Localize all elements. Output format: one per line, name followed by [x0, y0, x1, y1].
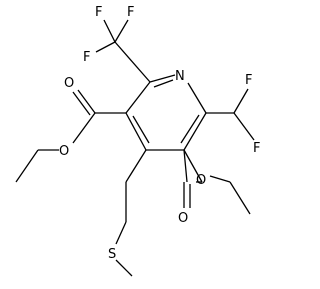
bond-c6-c5 — [125, 81, 151, 114]
bond-c2-n1 — [187, 82, 207, 114]
bond-ch2-s — [115, 221, 127, 245]
trifluoromethyl-group — [95, 19, 151, 83]
bond-cf3-f-top-left — [103, 19, 116, 43]
bond-c3-c2-inner — [180, 114, 200, 144]
atom-label-s1: S — [108, 247, 116, 262]
bond-c3-carbonyl-right — [183, 149, 203, 183]
atom-label-o-carbonyl-right: O — [178, 211, 188, 226]
bond-ch2-ch3-right — [229, 181, 251, 215]
atom-label-o-ester-left: O — [59, 144, 69, 159]
bond-carbonyl-o-left — [77, 89, 96, 114]
bond-ch2-ch3-left — [15, 149, 39, 183]
atom-label-n1: N — [175, 69, 185, 84]
bond-n1-c6-inner — [153, 79, 174, 88]
bond-carbonyl-ester-o-left — [72, 112, 96, 144]
molecule-structure: N F F F F F O O O O S — [15, 5, 260, 277]
bond-chf2-f-top — [233, 88, 249, 114]
methylthioethyl-chain — [115, 149, 147, 277]
atom-label-f-chf2-top: F — [245, 73, 252, 88]
bond-c6-cf3 — [114, 41, 151, 83]
bond-s-ch3 — [115, 259, 133, 277]
bond-c3-ester-link — [183, 149, 188, 183]
bond-cf3-f-top-right — [114, 19, 129, 43]
bond-n1-c6 — [149, 74, 176, 83]
bond-cf3-f-left — [95, 41, 116, 53]
bond-ester-o-ch2-right — [209, 175, 231, 183]
atom-label-o-ester-right: O — [196, 173, 206, 188]
ethyl-ester-left — [15, 89, 126, 183]
pyridine-ring — [125, 74, 207, 151]
bond-chf2-f-right — [233, 112, 255, 141]
ethyl-ester-right — [183, 149, 251, 215]
atom-label-f-top-left: F — [95, 5, 102, 20]
atom-label-f-left: F — [83, 50, 90, 65]
bond-carbonyl-o-left-double — [72, 91, 91, 116]
bond-c3-c2 — [183, 112, 207, 151]
atom-label-f-chf2-right: F — [253, 141, 260, 156]
difluoromethyl-group — [206, 88, 255, 141]
bond-c5-c4-inner — [132, 115, 150, 144]
bond-c4-ch2 — [125, 149, 147, 183]
bond-c5-c4 — [125, 112, 147, 151]
atom-label-o-carbonyl-left: O — [64, 76, 74, 91]
structure-canvas: N F F F F F O O O O S — [15, 5, 260, 277]
atom-label-f-top-right: F — [127, 5, 134, 20]
